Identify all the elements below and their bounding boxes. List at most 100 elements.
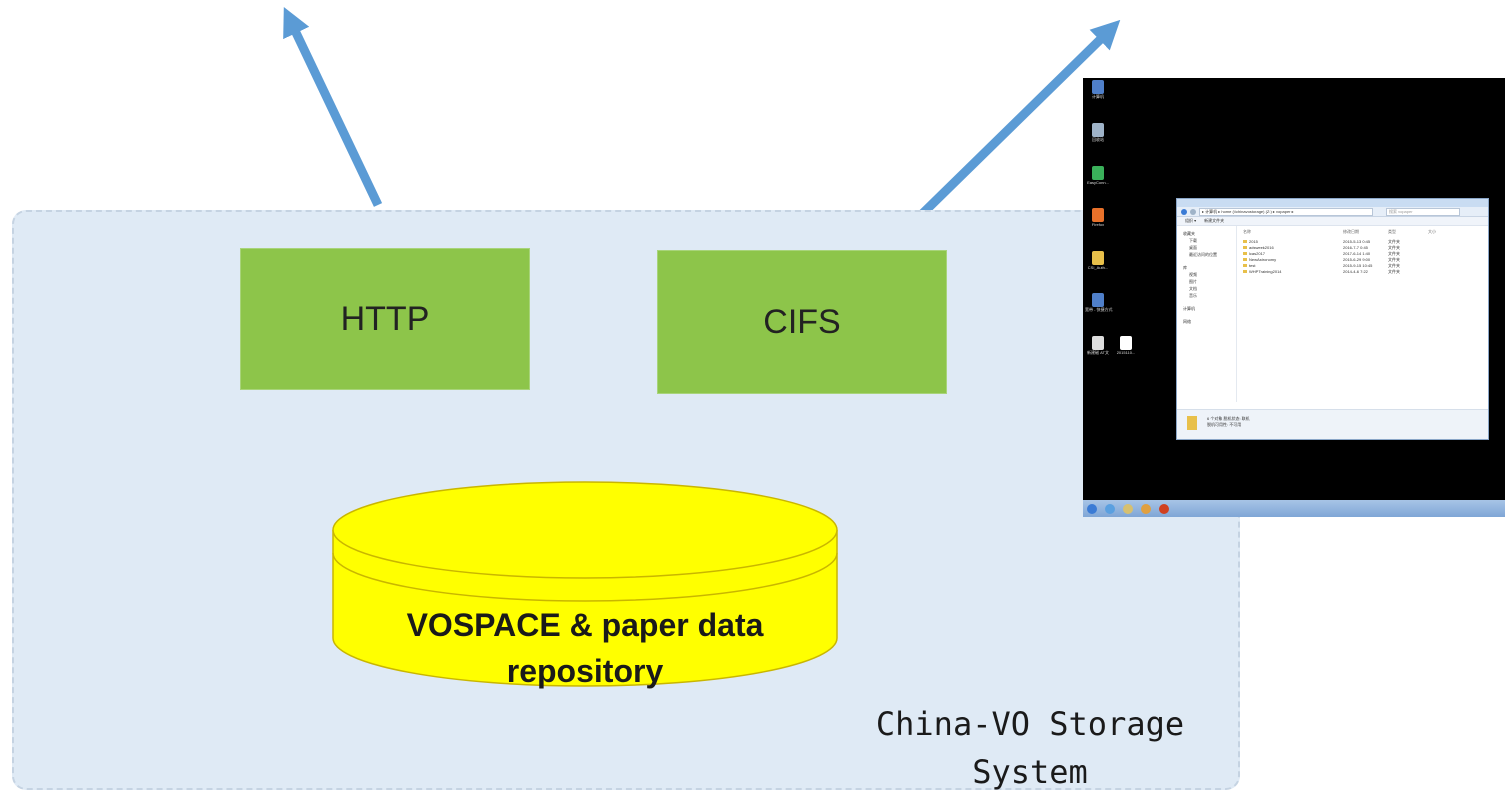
nav-item[interactable]: 收藏夹 xyxy=(1183,231,1195,236)
document-icon[interactable]: 2015110... xyxy=(1113,336,1139,356)
app-icon[interactable]: EasyConn... xyxy=(1085,166,1111,186)
desktop-icon-glyph xyxy=(1092,336,1104,350)
folder-icon xyxy=(1243,252,1247,255)
organize-button[interactable]: 组织 ▾ xyxy=(1185,218,1197,223)
file-icon[interactable]: CSI_Auth... xyxy=(1085,251,1111,271)
column-name[interactable]: 名称 xyxy=(1243,229,1251,234)
media-icon[interactable] xyxy=(1141,503,1151,514)
file-type: 文件夹 xyxy=(1388,269,1400,274)
file-name: WHPTraining2014 xyxy=(1243,269,1343,275)
desktop-icon-label: CSI_Auth... xyxy=(1087,265,1109,270)
file-type: 文件夹 xyxy=(1388,257,1400,262)
cifs-arrow xyxy=(914,19,1121,222)
file-name: lcas2017 xyxy=(1243,251,1343,257)
desktop-icon-glyph xyxy=(1092,80,1104,94)
column-type[interactable]: 类型 xyxy=(1388,229,1396,234)
firefox-icon[interactable] xyxy=(1159,503,1169,514)
column-date[interactable]: 修改日期 xyxy=(1343,229,1359,234)
file-type: 文件夹 xyxy=(1388,245,1400,250)
cifs-label: CIFS xyxy=(763,302,841,341)
folder-icon xyxy=(1187,416,1197,430)
nav-item[interactable]: 计算机 xyxy=(1183,306,1195,311)
nav-item[interactable]: 网络 xyxy=(1183,319,1191,324)
nav-item[interactable]: 桌面 xyxy=(1189,245,1197,250)
nav-item[interactable]: 音乐 xyxy=(1189,293,1197,298)
address-bar: ▸ 计算机 ▸ home (\\chinavostorage) (Z:) ▸ v… xyxy=(1177,207,1488,217)
file-date: 2017-6-14 1:40 xyxy=(1343,251,1371,256)
firefox-icon[interactable]: Firefox xyxy=(1085,208,1111,228)
explorer-window: ▸ 计算机 ▸ home (\\chinavostorage) (Z:) ▸ v… xyxy=(1176,198,1489,440)
desktop-icon-label: 计算机 xyxy=(1092,94,1104,99)
http-box: HTTP xyxy=(240,248,530,390)
status-line1: 6 个对象 脱机状态: 联机 xyxy=(1207,416,1250,421)
computer-icon[interactable]: 计算机 xyxy=(1085,80,1111,100)
explorer-titlebar xyxy=(1177,199,1488,207)
explorer-icon[interactable] xyxy=(1123,503,1133,514)
file-name: adsweek2016 xyxy=(1243,245,1343,251)
status-bar: 6 个对象 脱机状态: 联机 脱机可用性: 不可用 xyxy=(1177,409,1488,439)
desktop-icon-label: Firefox xyxy=(1091,222,1105,227)
desktop-icon-label: EasyConn... xyxy=(1087,180,1109,185)
desktop-icon-glyph xyxy=(1120,336,1132,350)
desktop-icon-glyph xyxy=(1092,293,1104,307)
http-label: HTTP xyxy=(340,299,430,338)
folder-icon xyxy=(1243,264,1247,267)
column-size[interactable]: 大小 xyxy=(1428,229,1436,234)
recycle-bin-icon[interactable]: 回收站 xyxy=(1085,123,1111,143)
file-date: 2016-7-7 0:45 xyxy=(1343,245,1368,250)
desktop-icon-label: 新建磁 AT文 xyxy=(1087,350,1109,355)
nav-item[interactable]: 库 xyxy=(1183,265,1187,270)
nav-item[interactable]: 下载 xyxy=(1189,238,1197,243)
cifs-box: CIFS xyxy=(657,250,947,394)
file-date: 2015-5-13 0:45 xyxy=(1343,239,1371,244)
file-name: 2015 xyxy=(1243,239,1343,245)
explorer-toolbar: 组织 ▾ 新建文件夹 xyxy=(1177,217,1488,226)
file-name: test xyxy=(1243,263,1343,269)
nav-item[interactable]: 最近访问的位置 xyxy=(1189,252,1217,257)
nav-item[interactable]: 图片 xyxy=(1189,279,1197,284)
ie-icon[interactable] xyxy=(1105,503,1115,514)
navigation-pane: 收藏夹 下载 桌面 最近访问的位置 库 视频 图片 文档 音乐 计算机 网络 xyxy=(1177,226,1237,402)
file-date: 2015-6-29 9:00 xyxy=(1343,257,1371,262)
system-label-line1: China-VO Storage xyxy=(875,705,1185,743)
search-input[interactable]: 搜索 vopaper xyxy=(1386,207,1460,216)
desktop-icon-label: 宽带 - 快捷方式 xyxy=(1085,307,1113,312)
desktop-icon-glyph xyxy=(1092,166,1104,180)
file-list-header: 名称 修改日期 类型 大小 xyxy=(1243,229,1488,235)
folder-icon xyxy=(1243,270,1247,273)
file-name: NewAstronomy xyxy=(1243,257,1343,263)
nav-item[interactable]: 视频 xyxy=(1189,272,1197,277)
address-path[interactable]: ▸ 计算机 ▸ home (\\chinavostorage) (Z:) ▸ v… xyxy=(1199,207,1373,216)
status-line2: 脱机可用性: 不可用 xyxy=(1207,422,1242,427)
network-icon[interactable]: 宽带 - 快捷方式 xyxy=(1085,293,1113,313)
document-icon[interactable]: 新建磁 AT文 xyxy=(1085,336,1111,356)
new-folder-button[interactable]: 新建文件夹 xyxy=(1204,218,1225,223)
system-label-line2: System xyxy=(972,753,1088,791)
folder-icon xyxy=(1243,258,1247,261)
folder-icon xyxy=(1243,240,1247,243)
system-label: China-VO Storage System xyxy=(860,700,1200,796)
nav-item[interactable]: 文档 xyxy=(1189,286,1197,291)
desktop-icon-label: 2015110... xyxy=(1116,350,1136,355)
file-type: 文件夹 xyxy=(1388,239,1400,244)
back-icon[interactable] xyxy=(1181,208,1187,215)
start-button[interactable] xyxy=(1087,503,1097,514)
taskbar xyxy=(1083,500,1505,517)
file-date: 2015-9-15 10:45 xyxy=(1343,263,1373,268)
http-arrow xyxy=(283,6,383,207)
folder-icon xyxy=(1243,246,1247,249)
forward-icon[interactable] xyxy=(1190,208,1196,215)
desktop-icon-label: 回收站 xyxy=(1092,137,1104,142)
file-type: 文件夹 xyxy=(1388,263,1400,268)
repository-label-line1: VOSPACE & paper data xyxy=(406,607,764,643)
